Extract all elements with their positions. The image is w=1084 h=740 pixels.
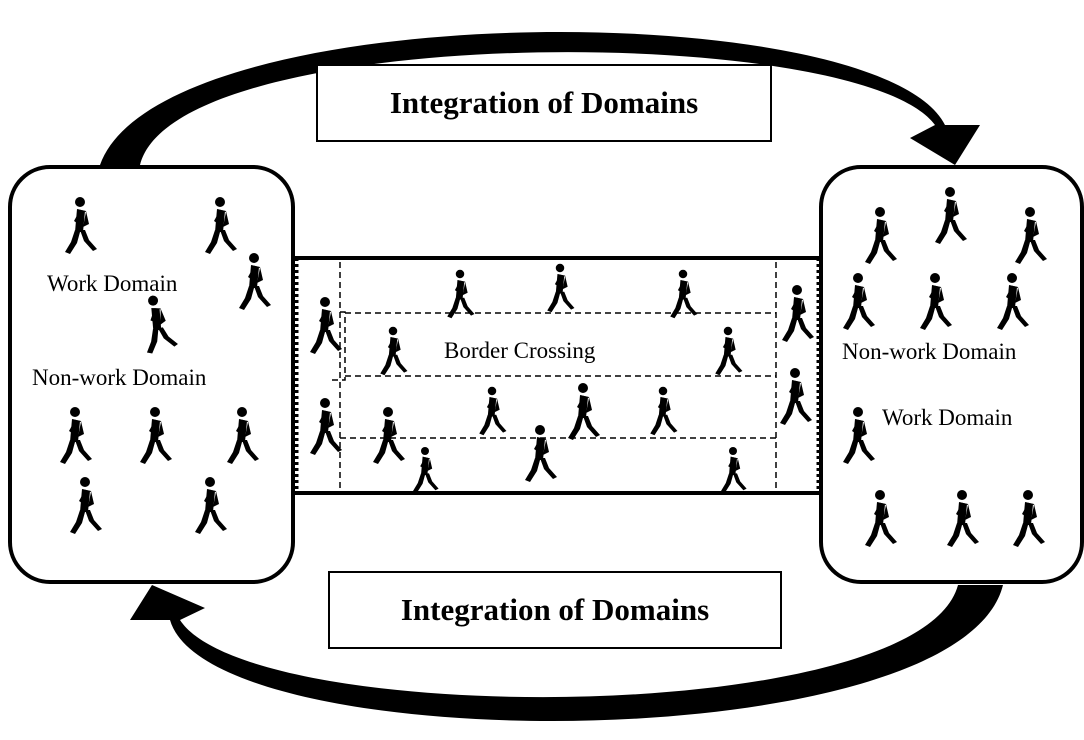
left-domain-box <box>8 165 295 584</box>
left-nonwork-domain-label: Non-work Domain <box>32 365 207 390</box>
bottom-title: Integration of Domains <box>400 592 710 627</box>
bottom-cycle-arrow-icon <box>130 585 1003 721</box>
border-bridge <box>292 256 822 495</box>
right-domain-box <box>819 165 1084 584</box>
right-work-domain-label: Work Domain <box>882 405 1013 430</box>
left-work-domain-label: Work Domain <box>47 271 178 296</box>
border-crossing-label: Border Crossing <box>444 338 596 363</box>
top-title-box: Integration of Domains <box>316 64 772 142</box>
top-title: Integration of Domains <box>389 85 699 120</box>
bottom-title-box: Integration of Domains <box>328 571 782 649</box>
bridge-walkers <box>310 263 814 493</box>
right-nonwork-domain-label: Non-work Domain <box>842 339 1017 364</box>
